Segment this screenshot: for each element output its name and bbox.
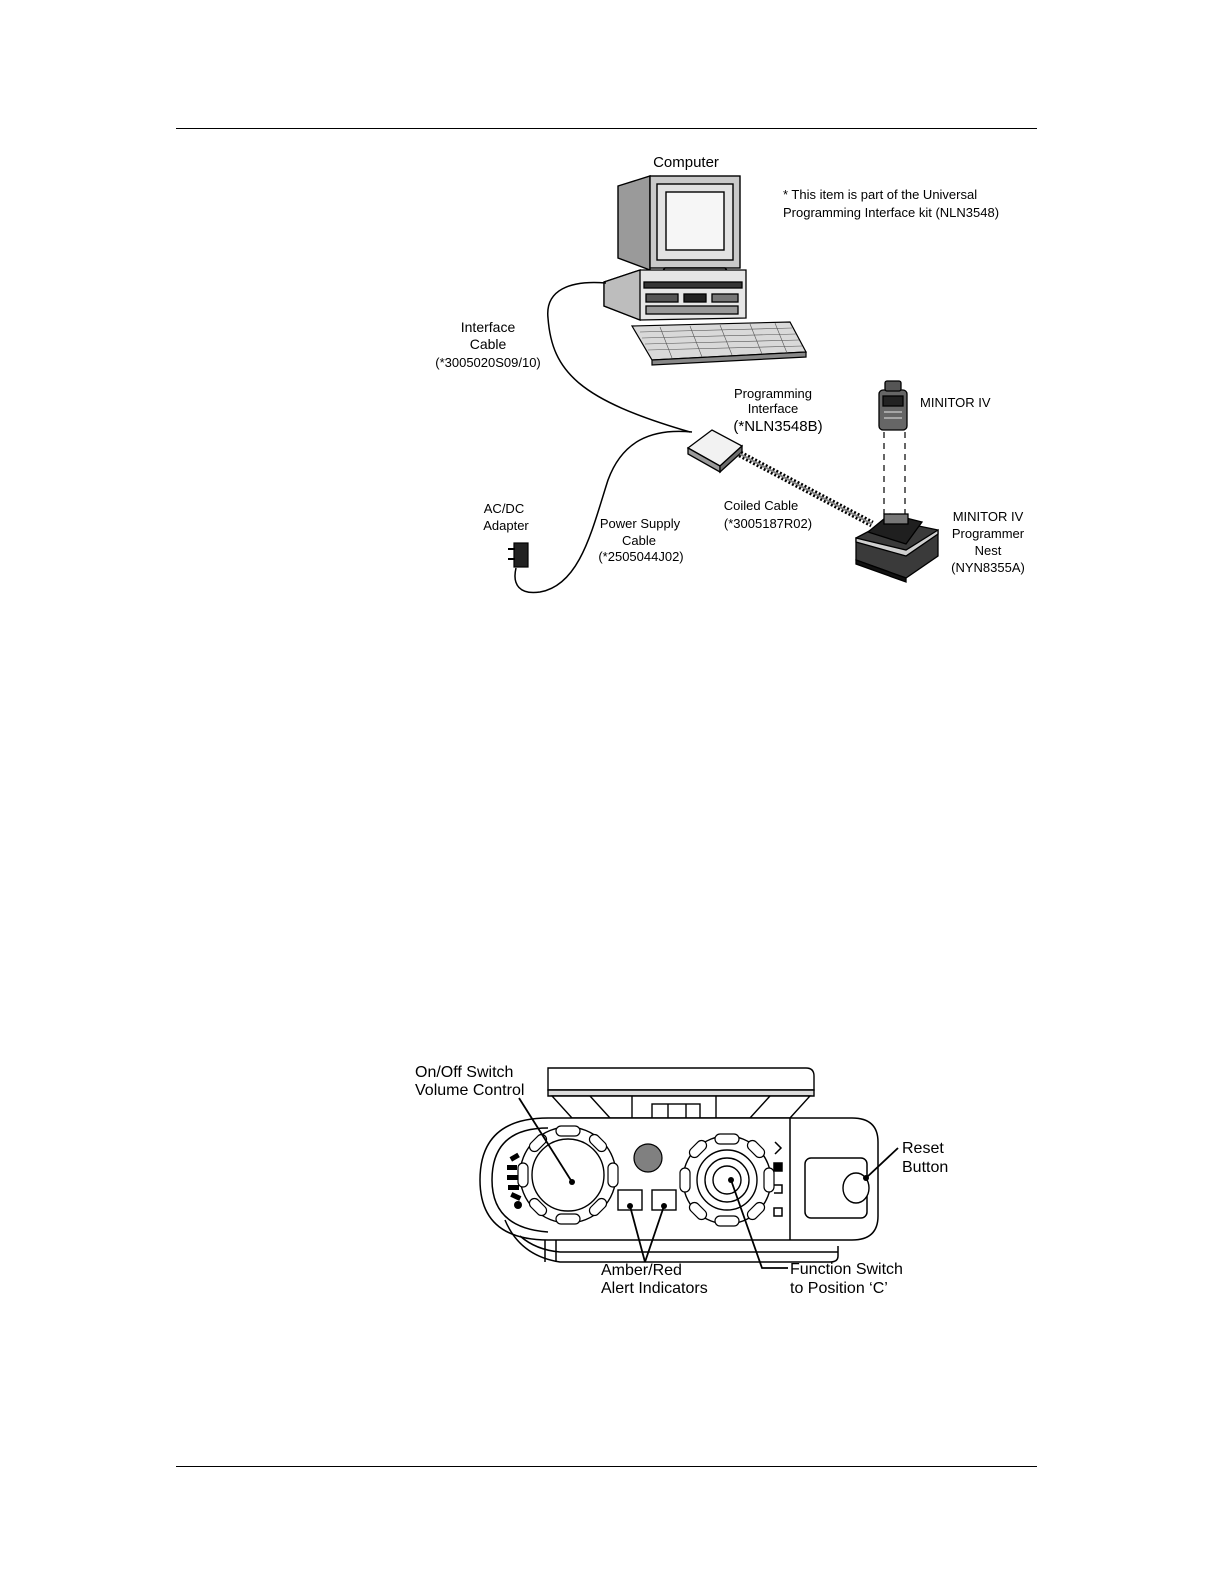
- callout-arrowheads: [569, 1175, 869, 1209]
- volume-control-label: Volume Control: [415, 1082, 524, 1099]
- nest-label-3: Nest: [975, 543, 1002, 558]
- power-supply-cable-line: [514, 430, 693, 594]
- insertion-guide-lines: [883, 432, 906, 514]
- computer-label: Computer: [653, 154, 719, 171]
- programming-interface-box-icon: [686, 429, 744, 474]
- red-alert-indicator-icon: [651, 1189, 677, 1211]
- computer-base-unit-icon: [603, 269, 747, 321]
- nest-label-1: MINITOR IV: [953, 509, 1024, 524]
- minitor-label: MINITOR IV: [920, 395, 991, 410]
- minitor-pager-icon: [878, 380, 908, 431]
- power-cable-label-1: Power Supply: [600, 516, 681, 531]
- interface-cable-part-number: (*3005020S09/10): [435, 355, 541, 370]
- nest-label-2: Programmer: [952, 526, 1025, 541]
- coiled-cable-icon: [738, 450, 874, 528]
- reset-button-icon: [842, 1172, 870, 1204]
- ac-dc-adapter-icon: [508, 542, 529, 568]
- interface-cable-line: [547, 281, 691, 433]
- programming-interface-part-number: (*NLN3548B): [733, 418, 822, 435]
- function-switch-label-1: Function Switch: [790, 1261, 903, 1278]
- function-position-symbols-icon: [773, 1141, 783, 1217]
- header-rule: [176, 128, 1037, 129]
- coiled-cable-label: Coiled Cable: [724, 498, 798, 513]
- programming-interface-label-2: Interface: [748, 401, 799, 416]
- interface-cable-label-2: Cable: [470, 336, 507, 352]
- amber-alert-indicator-icon: [617, 1189, 643, 1211]
- coiled-cable-part-number: (*3005187R02): [724, 516, 812, 531]
- function-switch-knob-icon: [679, 1133, 775, 1227]
- nest-part-number: (NYN8355A): [951, 560, 1025, 575]
- computer-monitor-icon: [617, 175, 741, 277]
- power-cable-label-2: Cable: [622, 533, 656, 548]
- volume-knob-icon: [517, 1125, 619, 1225]
- programmer-nest-icon: [855, 513, 939, 583]
- power-cable-part-number: (*2505044J02): [598, 549, 683, 564]
- footnote-line-2: Programming Interface kit (NLN3548): [783, 205, 999, 220]
- keyboard-icon: [630, 321, 807, 366]
- programming-setup-diagram: Computer * This item is part of the Univ…: [435, 154, 1025, 594]
- pager-body-outline: [479, 1117, 879, 1263]
- footer-rule: [176, 1466, 1037, 1467]
- reset-label-2: Button: [902, 1159, 948, 1176]
- reset-label-1: Reset: [902, 1140, 944, 1157]
- belt-clip-icon: [547, 1067, 815, 1119]
- adapter-label-1: AC/DC: [484, 501, 524, 516]
- indicator-lens-icon: [633, 1143, 663, 1173]
- callout-lines: [518, 1097, 899, 1269]
- footnote-line-1: * This item is part of the Universal: [783, 187, 977, 202]
- alert-label-1: Amber/Red: [601, 1262, 682, 1279]
- volume-scale-icon: [507, 1152, 522, 1209]
- programming-interface-label-1: Programming: [734, 386, 812, 401]
- interface-cable-label-1: Interface: [461, 319, 516, 335]
- adapter-label-2: Adapter: [483, 518, 529, 533]
- onoff-switch-label: On/Off Switch: [415, 1064, 513, 1081]
- alert-label-2: Alert Indicators: [601, 1280, 708, 1297]
- function-switch-label-2: to Position ‘C’: [790, 1280, 888, 1297]
